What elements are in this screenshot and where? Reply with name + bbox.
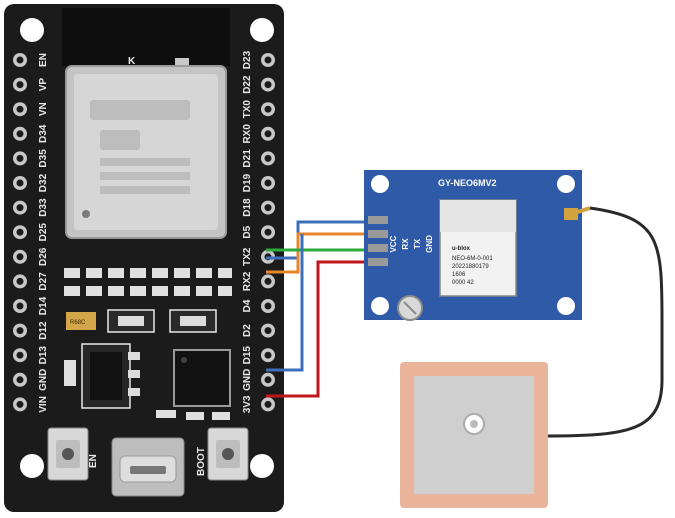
micro-usb-port[interactable]: [111, 437, 185, 497]
pin-label: D5: [242, 225, 253, 238]
pin-label: D23: [242, 50, 253, 69]
button-cap: [222, 448, 234, 460]
inductor: [66, 312, 96, 330]
pin-label: GND: [38, 369, 49, 391]
pin-label: D25: [38, 223, 49, 242]
pin-label: D12: [38, 321, 49, 340]
usb-uart-chip: [156, 349, 231, 420]
boot-button-label: BOOT: [196, 447, 207, 476]
pin-label: D34: [38, 124, 49, 143]
button-cap: [62, 448, 74, 460]
pin-label: D13: [38, 346, 49, 365]
chip-line3: 0000 42: [452, 280, 474, 286]
gps-pin-label: GND: [425, 235, 434, 253]
pin-label: TX2: [242, 247, 253, 266]
pin-label: D14: [38, 296, 49, 315]
mount-hole: [371, 297, 389, 315]
wire-3v3-vcc: [266, 260, 370, 398]
wifi-antenna-area: [62, 8, 230, 66]
pin-label: VN: [38, 102, 49, 116]
mount-hole: [250, 18, 274, 42]
left-pin-header: [13, 53, 27, 412]
pin-label: VIN: [38, 396, 49, 413]
pin-label: 3V3: [242, 395, 253, 413]
pin-label: D26: [38, 247, 49, 266]
boot-button[interactable]: [207, 427, 249, 481]
patch-antenna: [400, 362, 548, 508]
gps-pin: [368, 258, 388, 266]
en-button-label: EN: [88, 454, 99, 468]
voltage-regulator: [64, 343, 140, 409]
gps-pin-label: TX: [413, 238, 422, 249]
smd-components: R68C: [64, 268, 232, 333]
mount-hole: [557, 297, 575, 315]
gps-pin-label: RX: [401, 238, 410, 250]
pin-label: D15: [242, 346, 253, 365]
pin-label: VP: [38, 78, 49, 92]
antenna-cable: [547, 206, 664, 438]
pin-label: D18: [242, 198, 253, 217]
gps-pin-label: VCC: [389, 235, 398, 252]
esp32-board: K EN VP VN D34D35D32D33D25D26D27D14D12D13GN…: [4, 4, 284, 512]
pin-label: D33: [38, 198, 49, 217]
en-button[interactable]: [47, 427, 89, 481]
pin-label: EN: [38, 53, 49, 67]
mount-hole: [557, 175, 575, 193]
pin-label: D22: [242, 75, 253, 94]
inductor-label: R68C: [70, 320, 86, 326]
module-mark: K: [128, 56, 136, 67]
pin-label: TX0: [242, 100, 253, 119]
mount-hole: [20, 454, 44, 478]
wire-gnd-return: [266, 234, 304, 372]
wire-tx2-rx: [266, 232, 370, 274]
neo6m-chip: u-blox NEO-6M-0-001 20221880179 1606 000…: [439, 199, 517, 297]
pin-label: D4: [242, 299, 253, 312]
chip-model: NEO-6M-0-001: [452, 256, 493, 262]
mount-hole: [371, 175, 389, 193]
mount-hole: [20, 18, 44, 42]
pin-label: D19: [242, 173, 253, 192]
mount-hole: [250, 454, 274, 478]
pin-label: D35: [38, 149, 49, 168]
gps-pin: [368, 230, 388, 238]
chip-line2: 1606: [452, 272, 466, 278]
pin-label: D27: [38, 272, 49, 291]
gps-pin: [368, 244, 388, 252]
right-pin-header: [261, 53, 275, 412]
chip-line1: 20221880179: [452, 264, 489, 270]
pin-label: D21: [242, 149, 253, 168]
pin-label: GND: [242, 369, 253, 391]
connection-wires: [266, 220, 370, 398]
pin-label: D2: [242, 324, 253, 337]
pin-label: RX2: [242, 271, 253, 291]
pin-label: D32: [38, 173, 49, 192]
gps-title: GY-NEO6MV2: [438, 178, 497, 188]
chip-brand: u-blox: [452, 246, 471, 252]
pin-label: RX0: [242, 124, 253, 144]
gps-pin: [368, 216, 388, 224]
